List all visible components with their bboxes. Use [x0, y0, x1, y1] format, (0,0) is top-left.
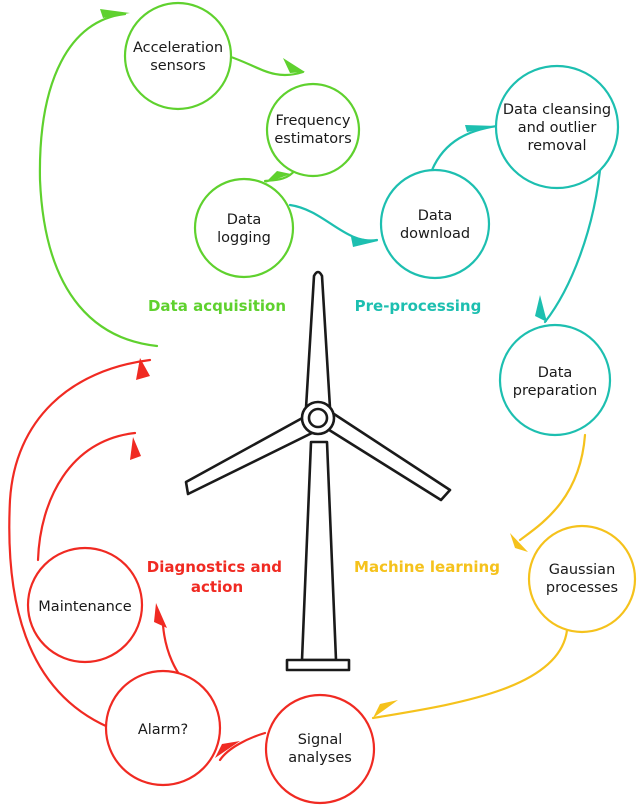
arc-cleansing-to-preparation: [543, 158, 603, 324]
arc-logging-to-download: [288, 203, 379, 242]
arrowhead-diagnostics-loop: [136, 358, 150, 380]
arc-acceleration-to-frequency: [223, 53, 305, 77]
node-alarm: Alarm?: [104, 669, 222, 787]
arrowhead-maintenance: [154, 603, 167, 628]
node-label-line: logging: [217, 230, 271, 246]
arc-signal-to-alarm: [218, 731, 267, 762]
node-label-line: sensors: [150, 58, 206, 74]
arc-download-to-cleansing: [430, 124, 499, 172]
arrowhead-gaussian: [510, 533, 528, 552]
arrowhead-logging: [265, 171, 291, 183]
node-label-line: preparation: [513, 383, 597, 399]
phase-label-preprocessing: Pre-processing: [355, 297, 482, 315]
node-data-logging: Data logging: [193, 177, 295, 279]
node-label-line: estimators: [274, 131, 351, 147]
node-data-download: Data download: [379, 168, 491, 280]
arrowhead-frequency: [283, 58, 305, 73]
phase-label-acquisition: Data acquisition: [148, 297, 286, 315]
arrowhead-cleansing: [465, 125, 497, 132]
arrowhead-acquisition-loop: [100, 9, 130, 18]
node-label-line: processes: [546, 580, 618, 596]
arrowhead-download: [351, 237, 378, 247]
node-acceleration-sensors: Acceleration sensors: [123, 1, 233, 111]
arc-preparation-to-gaussian: [518, 433, 587, 542]
node-label-line: Alarm?: [138, 722, 188, 738]
arc-maintenance-loop: [36, 431, 137, 562]
arc-diagnostics-loop: [8, 358, 152, 729]
node-label-line: Data: [538, 365, 573, 381]
node-label-line: Gaussian: [549, 562, 616, 578]
phase-label-learning: Machine learning: [354, 558, 500, 576]
node-data-preparation: Data preparation: [498, 323, 612, 437]
node-data-cleansing: Data cleansing and outlier removal: [494, 64, 620, 190]
node-label-line: and outlier: [518, 120, 597, 136]
node-label-line: Data: [227, 212, 262, 228]
arrowhead-maintenance-loop: [130, 437, 141, 460]
arc-gaussian-to-signal: [371, 628, 569, 720]
node-gaussian-processes: Gaussian processes: [527, 524, 637, 634]
node-label-line: Acceleration: [133, 40, 223, 56]
arc-acquisition-loop: [38, 12, 159, 348]
node-label-line: analyses: [288, 750, 352, 766]
node-label-line: download: [400, 226, 470, 242]
arrowhead-preparation: [535, 295, 547, 322]
arrowhead-signal: [373, 700, 398, 718]
node-maintenance: Maintenance: [26, 546, 144, 664]
node-label-line: Data: [418, 208, 453, 224]
node-signal-analyses: Signal analyses: [264, 693, 376, 805]
phase-label-diagnostics: Diagnostics and action: [147, 558, 288, 596]
node-label-line: removal: [527, 138, 586, 154]
node-label-line: Signal: [298, 732, 343, 748]
phase-label-diagnostics-line1: Diagnostics and: [147, 558, 282, 576]
arrowhead-alarm: [215, 741, 240, 758]
phase-label-diagnostics-line2: action: [191, 578, 243, 596]
node-label-line: Data cleansing: [503, 102, 611, 118]
node-frequency-estimators: Frequency estimators: [265, 82, 361, 178]
node-label-line: Maintenance: [38, 599, 131, 615]
wind-turbine-icon: [184, 270, 452, 672]
node-label-line: Frequency: [276, 113, 351, 129]
